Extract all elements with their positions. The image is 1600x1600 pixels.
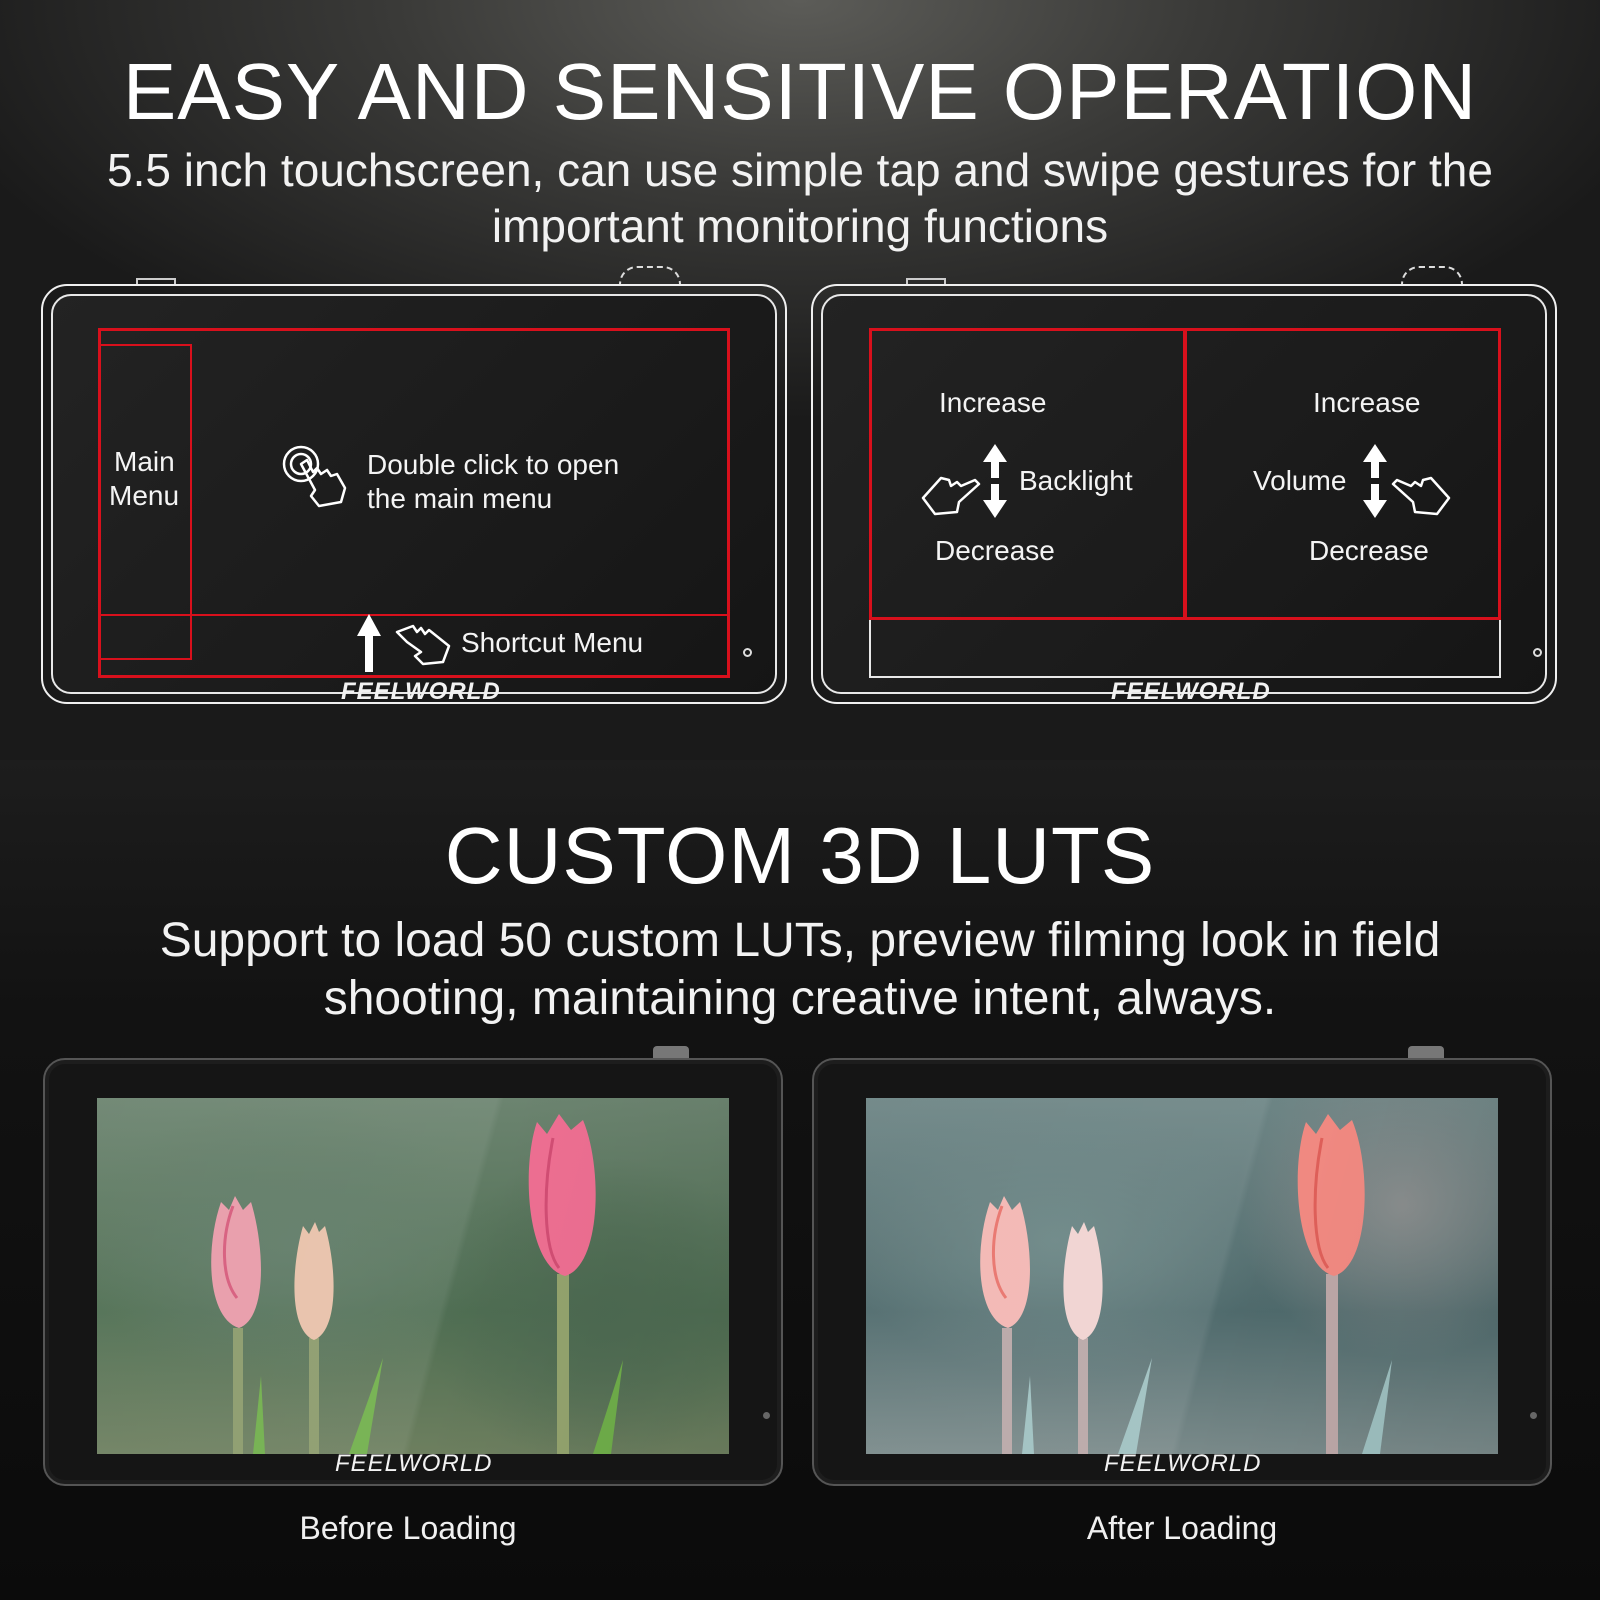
section2-title: CUSTOM 3D LUTS (444, 811, 1156, 900)
brand-logo: FEELWORLD (1111, 678, 1271, 705)
double-click-text-line2: the main menu (367, 483, 553, 514)
button-tab (136, 278, 176, 284)
control-knob (1408, 1046, 1444, 1058)
arrow-down-icon (1363, 484, 1387, 518)
screen-glare (97, 1098, 729, 1454)
volume-decrease-label: Decrease (1309, 535, 1429, 566)
volume-zone[interactable] (1183, 328, 1501, 620)
button-tab (906, 278, 946, 284)
section1-title: EASY AND SENSITIVE OPERATION (122, 47, 1478, 136)
left-touch-diagram: Main Menu Double click to open the main … (41, 266, 787, 706)
brand-logo: FEELWORLD (335, 1450, 493, 1477)
right-swipe-diagram: Increase Backlight Decrease Increase Vol… (811, 266, 1557, 706)
arrow-up-icon (983, 444, 1007, 478)
control-knob (619, 266, 681, 284)
section1-subtitle-line2: important monitoring functions (491, 200, 1109, 252)
swipe-hand-icon (393, 622, 455, 666)
before-loading-monitor: FEELWORLD (43, 1046, 783, 1486)
swipe-hand-icon (1391, 472, 1453, 516)
after-loading-caption: After Loading (1086, 1510, 1278, 1546)
volume-increase-label: Increase (1313, 387, 1421, 418)
main-menu-label-line1: Main (114, 446, 175, 477)
swipe-hand-icon (919, 472, 981, 516)
before-loading-image (97, 1098, 729, 1454)
volume-label: Volume (1253, 465, 1347, 496)
indicator-led (1533, 648, 1542, 657)
indicator-led (1530, 1412, 1537, 1419)
arrow-down-icon (983, 484, 1007, 518)
shortcut-menu-label: Shortcut Menu (461, 627, 644, 658)
shortcut-menu-zone[interactable] (98, 614, 730, 678)
indicator-led (763, 1412, 770, 1419)
brand-logo: FEELWORLD (341, 678, 501, 705)
screen-glare (866, 1098, 1498, 1454)
arrow-up-icon (1363, 444, 1387, 478)
backlight-increase-label: Increase (939, 387, 1047, 418)
double-tap-hand-icon (281, 444, 351, 510)
main-menu-label-line2: Menu (109, 480, 180, 511)
control-knob (1401, 266, 1463, 284)
double-click-text-line1: Double click to open (367, 449, 620, 480)
brand-logo: FEELWORLD (1104, 1450, 1262, 1477)
monitor-outer-frame (41, 284, 787, 704)
arrow-up-icon (357, 614, 381, 672)
indicator-led (743, 648, 752, 657)
after-loading-image (866, 1098, 1498, 1454)
backlight-decrease-label: Decrease (935, 535, 1055, 566)
before-loading-caption: Before Loading (299, 1510, 517, 1546)
control-knob (653, 1046, 689, 1058)
monitor-outer-frame (811, 284, 1557, 704)
section2-subtitle-line1: Support to load 50 custom LUTs, preview … (159, 914, 1441, 967)
after-loading-monitor: FEELWORLD (812, 1046, 1552, 1486)
section2-subtitle-line2: shooting, maintaining creative intent, a… (323, 972, 1277, 1025)
section1-subtitle-line1: 5.5 inch touchscreen, can use simple tap… (107, 144, 1493, 196)
backlight-label: Backlight (1019, 465, 1133, 496)
main-menu-zone[interactable] (98, 344, 192, 660)
